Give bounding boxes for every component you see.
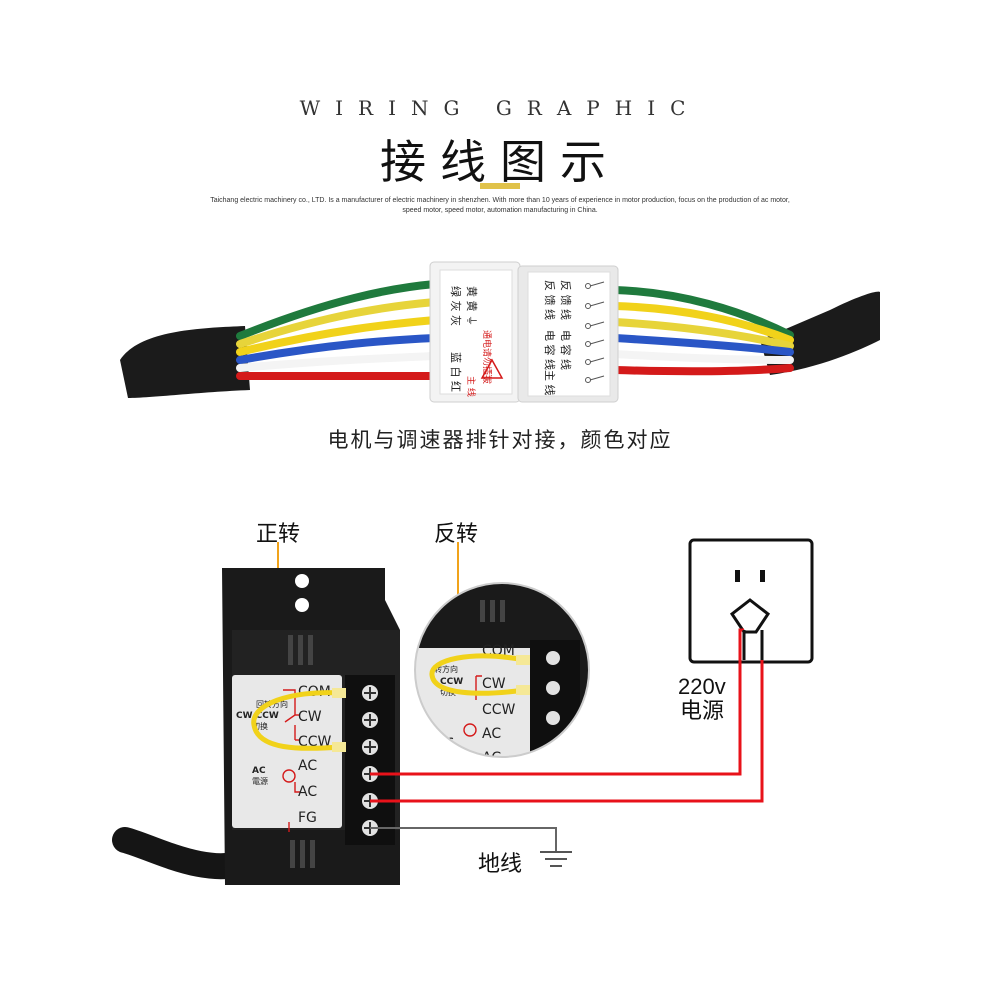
zoom-terminal-ac-2: AC [482,750,501,766]
left-cable-sheath [120,326,250,398]
jumper-forward [251,690,341,751]
ground-symbol-icon [540,851,572,867]
warning-triangle-icon [480,358,504,379]
header-accent-bar [480,183,520,189]
zoom-terminal-ccw: CCW [482,702,516,718]
zoom-ring [414,582,590,758]
connector-pin-symbols [585,281,605,383]
connector-label-right [527,271,611,397]
terminal-block [345,675,395,845]
wire-yellow-left-2 [236,316,439,356]
zoom-ccw-label: CCW [440,677,463,687]
wire-yellow-right [611,302,794,344]
jumper-reverse [429,653,526,696]
panel-schematic-lines [282,689,300,832]
panel-switch-label: 切换 [252,721,268,731]
callout-voltage: 220v [678,674,726,699]
zoom-detail: 转方向 CCW 切换 AC COM CW CCW AC AC [415,583,589,766]
wire-red-right [611,364,794,376]
header-title-cn: 接线图示 [380,135,620,189]
jumper-forward-end-2 [332,742,346,752]
wire-white-left [236,352,439,372]
callout-ground: 地线 [478,852,523,877]
zoom-terminal-cw: CW [482,676,506,692]
outlet-slot-left [735,570,740,582]
connector-right-line-4: 电 容 线 [559,330,573,370]
ground-wire [370,827,557,852]
outlet-socket-icon [729,598,771,634]
controller-vents-top [288,635,313,665]
connector-left-text-mid: 黄 黄 ⏚ [465,286,479,326]
wire-white-right [611,350,794,364]
connector-warning-text: 通电请勿插拔 [481,330,493,384]
connector-left-text-bot: 蓝 白 红 [449,352,463,392]
wire-green-left [236,280,439,340]
mount-hole-1 [295,574,309,588]
wire-yellow-left-1 [236,298,439,348]
connector-right-line-5: 主 线 [543,370,557,396]
wiring-diagram: 回转方向 CW CCW 切换 AC 電源 COM CW CCW AC AC FG [112,538,814,885]
connector-right-line-3: 电 容 线 [543,330,557,370]
connector-right-lines: 反 馈 线 反 馈 线 电 容 线 电 容 线 主 线 [543,280,573,396]
jumper-forward-end-1 [332,688,346,698]
terminal-label-fg: FG [298,810,317,826]
callout-power: 电源 [680,698,725,723]
panel-ac-label: AC [252,766,266,776]
connector-right-line-1: 反 馈 线 [543,280,557,320]
terminal-label-ac-1: AC [298,758,317,774]
connector-main-text: 主 线 [465,376,477,397]
controller-vents-bottom [290,840,315,868]
connector-left-text-top: 绿 灰 灰 [449,286,463,326]
terminal-label-ac-2: AC [298,784,317,800]
wire-green-right [611,286,794,339]
connector-right-line-2: 反 馈 线 [559,280,573,320]
connector-illustration: 绿 灰 灰 黄 黄 ⏚ 通电请勿插拔 蓝 白 红 主 线 ! 反 馈 线 反 馈… [120,261,880,403]
outlet-slot-right [760,570,765,582]
panel-supply-label: 電源 [252,777,268,786]
header-description: Taichang electric machinery co., LTD. Is… [210,197,790,214]
connector-caption: 电机与调速器排针对接，颜色对应 [327,428,673,452]
wire-blue-right [611,334,794,356]
warning-mark: ! [490,369,494,379]
terminal-label-cw: CW [298,709,322,725]
header-title-en: WIRING GRAPHIC [299,96,701,120]
wire-yellow-right-2 [611,318,794,350]
wire-blue-left [236,334,439,364]
mount-hole-2 [295,598,309,612]
zoom-terminal-ac-1: AC [482,726,501,742]
zoom-rotation-label: 转方向 [434,664,458,674]
callout-reverse: 反转 [434,522,479,547]
